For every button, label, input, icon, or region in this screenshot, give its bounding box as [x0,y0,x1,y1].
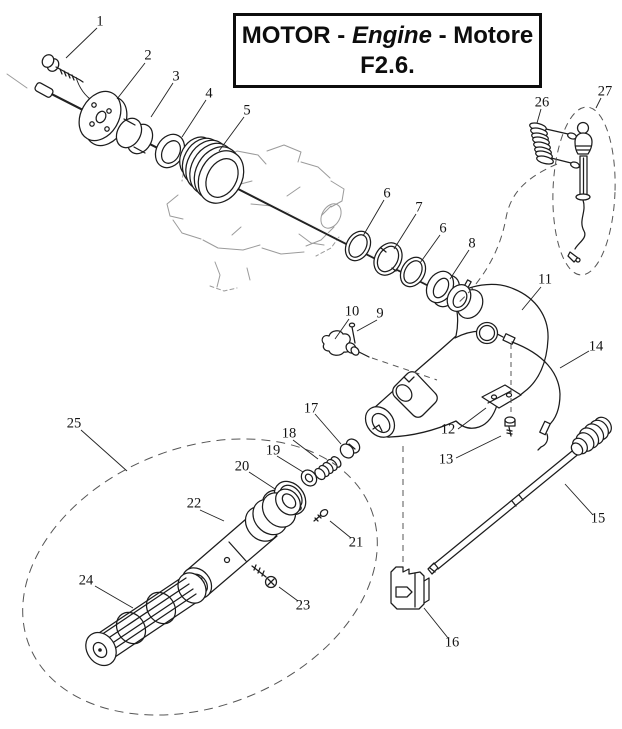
rod-bracket [390,566,430,610]
callout-1: 1 [96,13,103,29]
callout-3: 3 [172,68,179,84]
link-spring [529,122,586,171]
title-line1: MOTOR - Engine - Motore [242,21,534,51]
collar-screw [313,508,329,522]
o-ring-a [344,230,372,262]
callout-10: 10 [345,303,360,319]
callout-5: 5 [243,102,250,118]
coil-spring [179,136,245,204]
title-separator1: - [330,21,352,49]
callout-labels: 1 2 3 4 5 6 7 6 8 9 10 11 12 13 14 15 16… [67,13,613,650]
title-word-motor: MOTOR [241,21,331,49]
callout-23: 23 [296,597,311,613]
friction-cam-lever [321,330,370,358]
callout-4: 4 [205,85,213,101]
stop-switch [567,121,593,263]
callout-25: 25 [67,415,82,431]
callout-9: 9 [376,305,383,321]
title-word-motore: Motore [453,21,534,49]
callout-15: 15 [591,510,606,526]
callout-11: 11 [538,271,552,287]
shift-rod [427,416,612,575]
callout-7: 7 [415,199,422,215]
o-ring-b [399,256,427,288]
callout-12: 12 [441,421,456,437]
callout-22: 22 [187,495,202,511]
grip-assembly-boundary [22,438,378,716]
title-word-engine: Engine [351,21,432,49]
title-box: MOTOR - Engine - Motore F2.6. [233,13,542,88]
callout-26: 26 [535,94,550,110]
callout-19: 19 [266,442,281,458]
callout-24: 24 [79,572,94,588]
pin [348,322,356,344]
callout-2: 2 [144,47,151,63]
callout-14: 14 [589,338,604,354]
grip-screw [251,564,278,589]
small-bolt [504,416,516,437]
rubber-grip [85,572,207,667]
callout-16: 16 [445,634,460,650]
callout-27: 27 [598,83,613,99]
bushing [115,117,154,155]
small-washer [300,469,318,487]
callout-6a: 6 [383,185,390,201]
switch-assembly-boundary [552,106,616,276]
small-spring [314,456,342,481]
title-separator2: - [431,21,454,49]
callout-8: 8 [468,235,475,251]
title-line2-model: F2.6. [360,51,415,79]
callout-13: 13 [439,451,454,467]
dashed-group-outlines [22,106,616,716]
callout-20: 20 [235,458,250,474]
engine-block-sketch [6,73,345,292]
callout-18: 18 [282,425,297,441]
keyed-collar [373,242,403,276]
throttle-cable [502,333,561,451]
cap [339,438,361,459]
tiller-handle-bracket [364,279,549,438]
leader-lines [65,27,602,639]
callout-17: 17 [304,400,319,416]
callout-21: 21 [349,534,364,550]
callout-6b: 6 [439,220,446,236]
